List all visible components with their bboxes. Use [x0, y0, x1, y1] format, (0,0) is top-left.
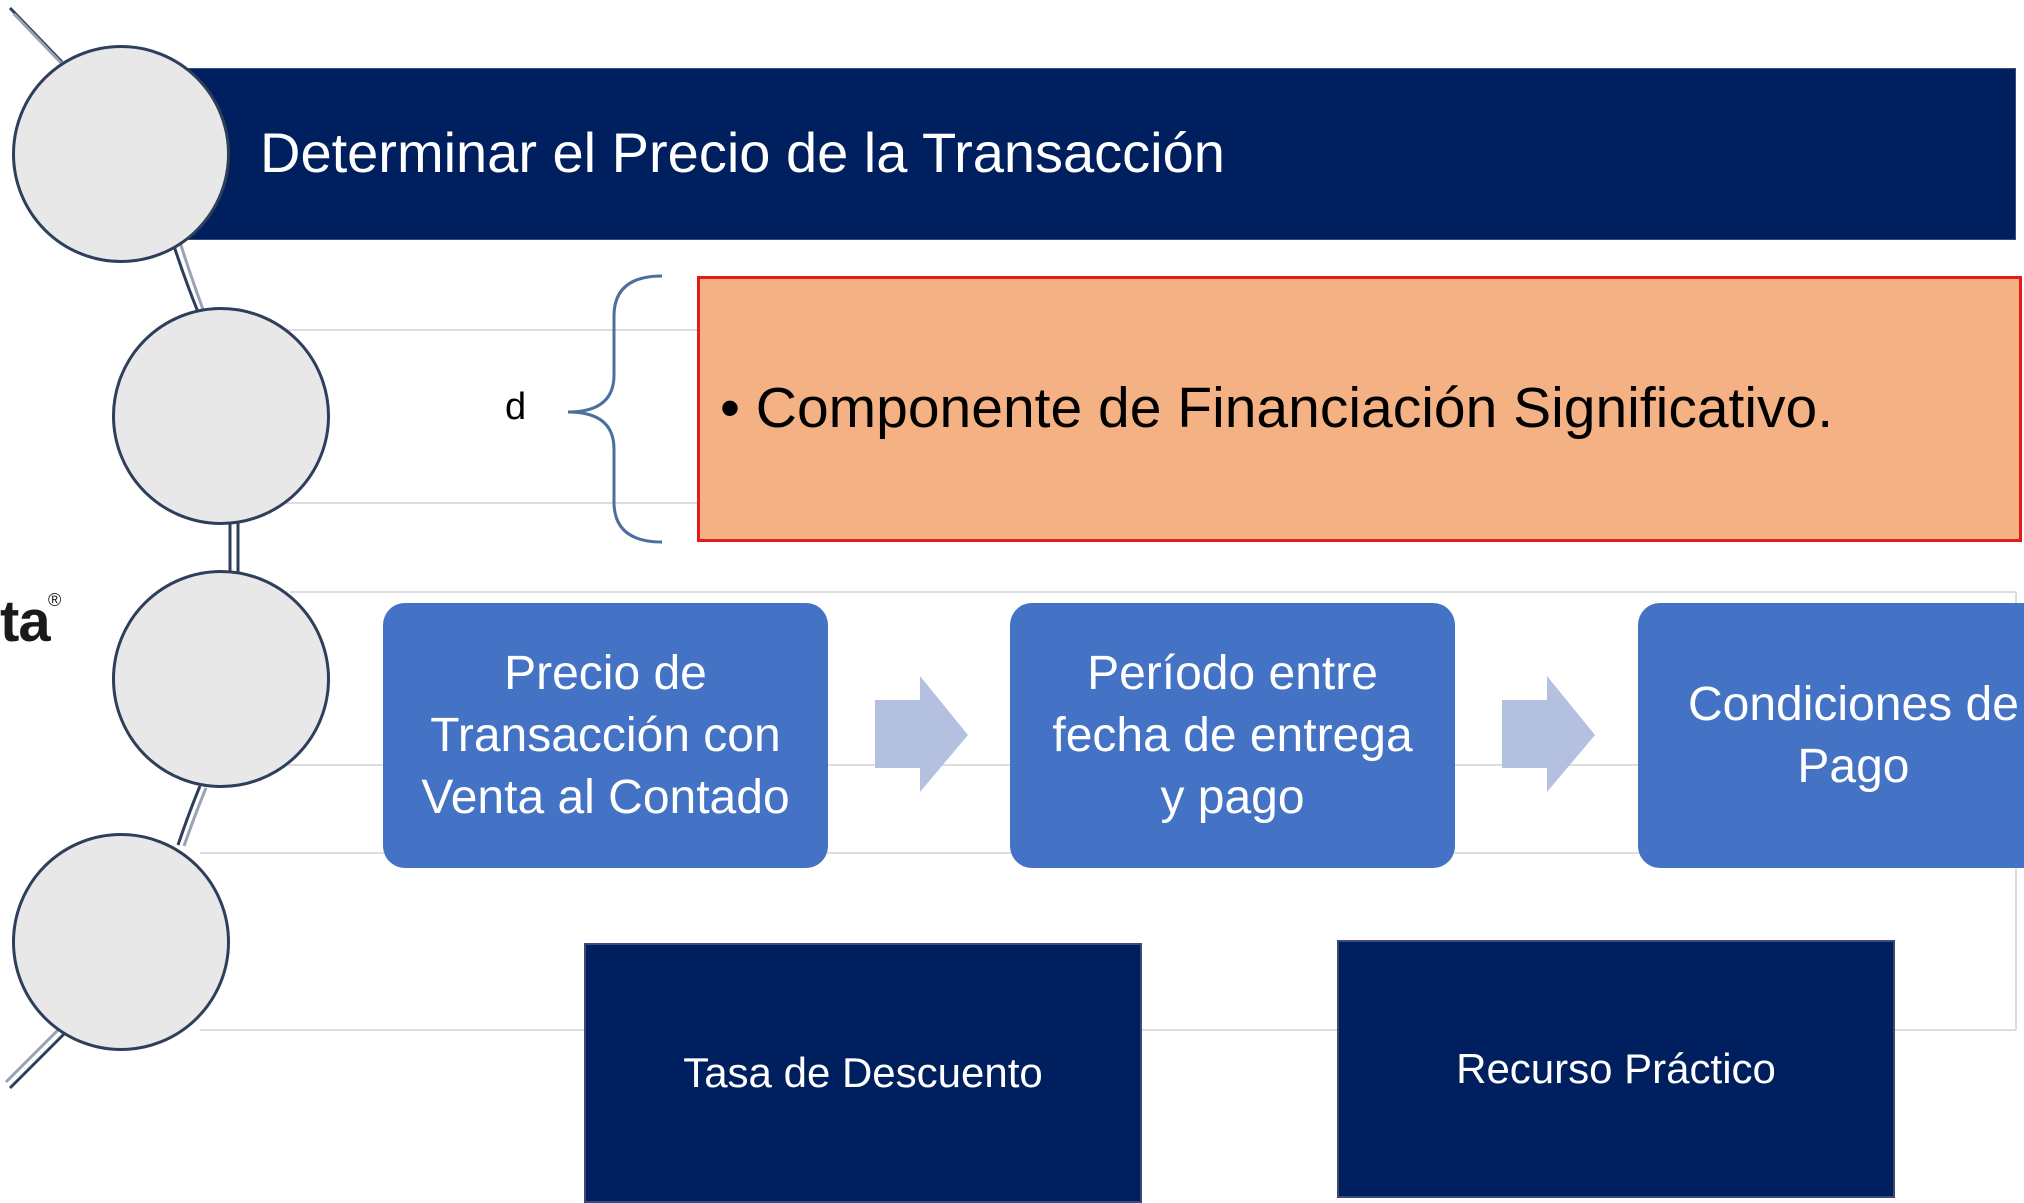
flow-step-label: Precio de Transacción con Venta al Conta…	[421, 646, 790, 824]
side-letter: d	[505, 386, 527, 428]
page-title: Determinar el Precio de la Transacción	[260, 121, 1225, 184]
logo: ta	[0, 589, 51, 654]
step-circle	[12, 45, 230, 263]
highlight-text: • Componente de Financiación Significati…	[720, 376, 1834, 440]
flow-step-payment-terms: Condiciones de Pago	[1638, 603, 2024, 868]
step-circle	[112, 307, 330, 525]
arrow-right-icon	[1502, 676, 1595, 792]
step-circle	[12, 833, 230, 1051]
arrow-right-icon	[875, 676, 968, 792]
practical-expedient-label: Recurso Práctico	[1456, 1045, 1776, 1092]
curly-brace	[567, 274, 663, 544]
discount-rate-label: Tasa de Descuento	[683, 1049, 1043, 1096]
registered-mark: ®	[48, 590, 62, 610]
practical-expedient-box: Recurso Práctico	[1337, 940, 1895, 1198]
logo-text: ta	[0, 589, 51, 654]
flow-step-label: Período entre fecha de entrega y pago	[1052, 646, 1413, 824]
title-bar	[178, 68, 2016, 240]
step-circle	[112, 570, 330, 788]
highlight-box	[697, 276, 2022, 542]
flow-step-cash-price: Precio de Transacción con Venta al Conta…	[383, 603, 828, 868]
flow-step-period: Período entre fecha de entrega y pago	[1010, 603, 1455, 868]
flow-step-label: Condiciones de Pago	[1688, 677, 2019, 793]
discount-rate-box: Tasa de Descuento	[584, 943, 1142, 1203]
